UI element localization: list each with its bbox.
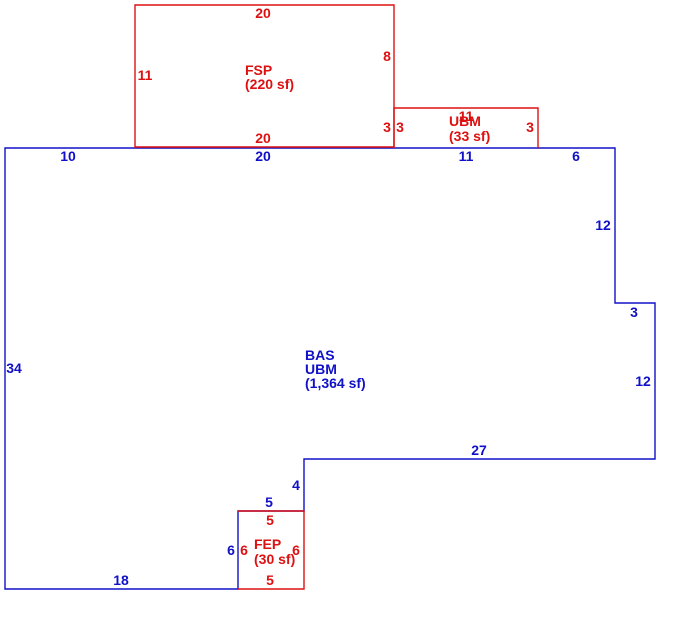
fsp-dim-bottom: 20 — [255, 130, 271, 146]
fep-dim-left: 6 — [240, 542, 248, 558]
ubm-code-label: UBM — [449, 113, 481, 129]
ubm-outline — [393, 107, 539, 148]
bas-dim-left: 34 — [6, 360, 22, 376]
fep-code-label: FEP — [254, 536, 281, 552]
bas-dim-top-left: 10 — [60, 148, 76, 164]
bas-dim-notch-top: 27 — [471, 442, 487, 458]
fsp-dim-left: 11 — [138, 67, 153, 83]
fsp-dim-top: 20 — [255, 5, 271, 21]
bas-dim-top-ubm: 11 — [459, 148, 474, 164]
bas-dim-step: 3 — [630, 304, 638, 320]
fep-dim-bottom: 5 — [266, 572, 274, 588]
bas-dim-top-right: 6 — [572, 148, 580, 164]
bas-dim-top-mid: 20 — [255, 148, 271, 164]
bas-dim-fep-top: 5 — [265, 494, 273, 510]
bas-outline — [4, 147, 656, 590]
ubm-dim-top: 11 — [459, 108, 474, 124]
fsp-dim-right-lower: 3 — [383, 119, 391, 135]
bas-dim-bottom: 18 — [113, 572, 129, 588]
bas-dim-right-lower: 12 — [635, 373, 651, 389]
fsp-dim-right: 8 — [383, 48, 391, 64]
ubm-area-label: (33 sf) — [449, 128, 490, 144]
bas-dim-right-upper: 12 — [595, 217, 611, 233]
fsp-code-label: FSP — [245, 62, 272, 78]
bas-area-label: (1,364 sf) — [305, 375, 366, 391]
ubm-dim-left: 3 — [396, 119, 404, 135]
fep-dim-top: 5 — [266, 512, 274, 528]
bas-dim-fep-side: 6 — [227, 542, 235, 558]
fsp-outline — [134, 4, 395, 148]
bas-code-label: BAS — [305, 347, 335, 363]
fep-area-label: (30 sf) — [254, 551, 295, 567]
bas-dim-notch-side: 4 — [292, 477, 300, 493]
fep-dim-right: 6 — [292, 542, 300, 558]
fsp-area-label: (220 sf) — [245, 76, 294, 92]
ubm-dim-right: 3 — [526, 119, 534, 135]
bas-subcode-label: UBM — [305, 361, 337, 377]
fep-outline — [238, 510, 305, 590]
